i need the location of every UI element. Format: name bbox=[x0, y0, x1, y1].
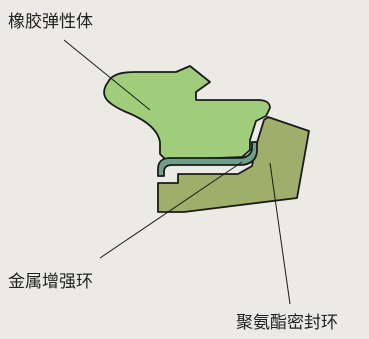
polyurethane-seal-shape bbox=[157, 116, 310, 213]
metal-ring-shape bbox=[157, 141, 258, 177]
polyurethane-seal-label: 聚氨酯密封环 bbox=[236, 313, 338, 333]
rubber-elastomer-label: 橡胶弹性体 bbox=[8, 12, 93, 32]
rubber-elastomer-shape bbox=[103, 65, 271, 161]
metal-ring-label: 金属增强环 bbox=[8, 272, 93, 292]
leader-line-metal bbox=[99, 161, 243, 259]
leader-line-rubber bbox=[63, 39, 151, 111]
leader-line-polyurethane bbox=[269, 162, 291, 305]
